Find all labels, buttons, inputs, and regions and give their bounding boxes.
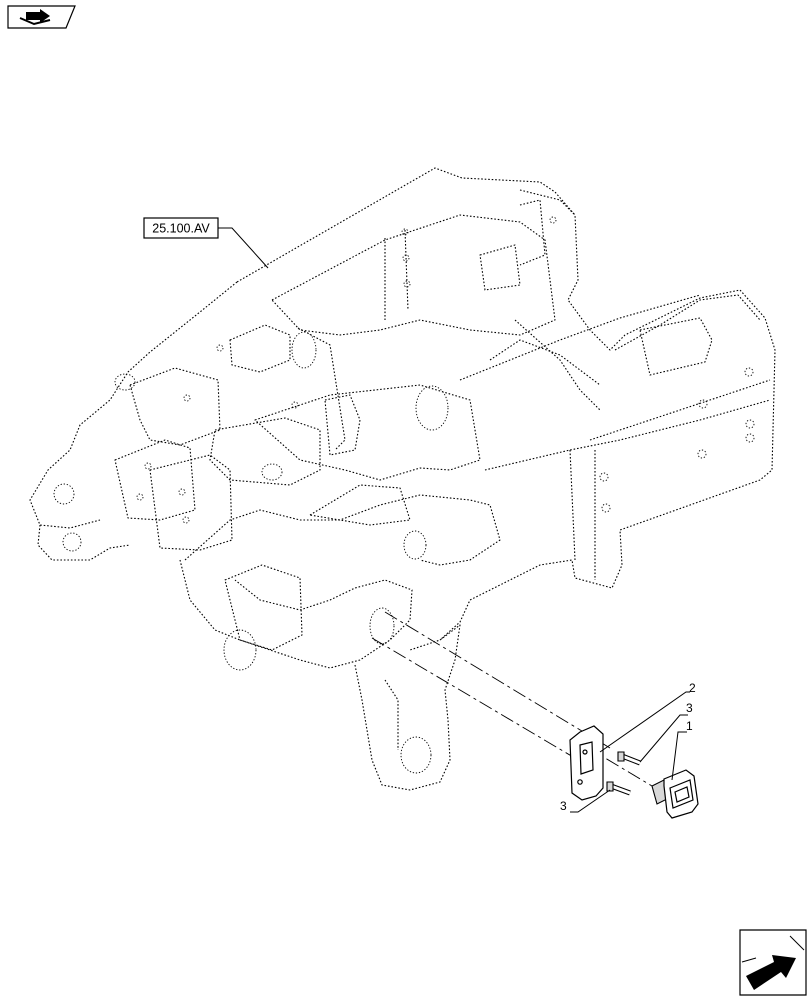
screw-lower[interactable]	[606, 781, 631, 796]
front-axle-frame	[29, 167, 776, 791]
next-page-arrow-icon[interactable]	[739, 929, 807, 996]
mounting-plate[interactable]	[569, 725, 604, 801]
callout-1-label: 1	[686, 719, 693, 733]
book-arrow-icon[interactable]	[7, 5, 76, 29]
callout-3-lower: 3	[560, 789, 611, 813]
reference-label-text: 25.100.AV	[152, 222, 210, 236]
assembly-centre-lines	[371, 611, 653, 787]
reference-label[interactable]: 25.100.AV	[143, 217, 269, 269]
callout-3-lower-label: 3	[560, 799, 567, 813]
callout-3-upper: 3	[639, 701, 693, 763]
screw-upper[interactable]	[617, 751, 641, 766]
switch-connector[interactable]	[651, 769, 699, 819]
callout-2: 2	[599, 681, 696, 753]
callout-3-upper-label: 3	[686, 701, 693, 715]
callout-2-label: 2	[689, 681, 696, 695]
callout-1: 1	[671, 719, 693, 781]
